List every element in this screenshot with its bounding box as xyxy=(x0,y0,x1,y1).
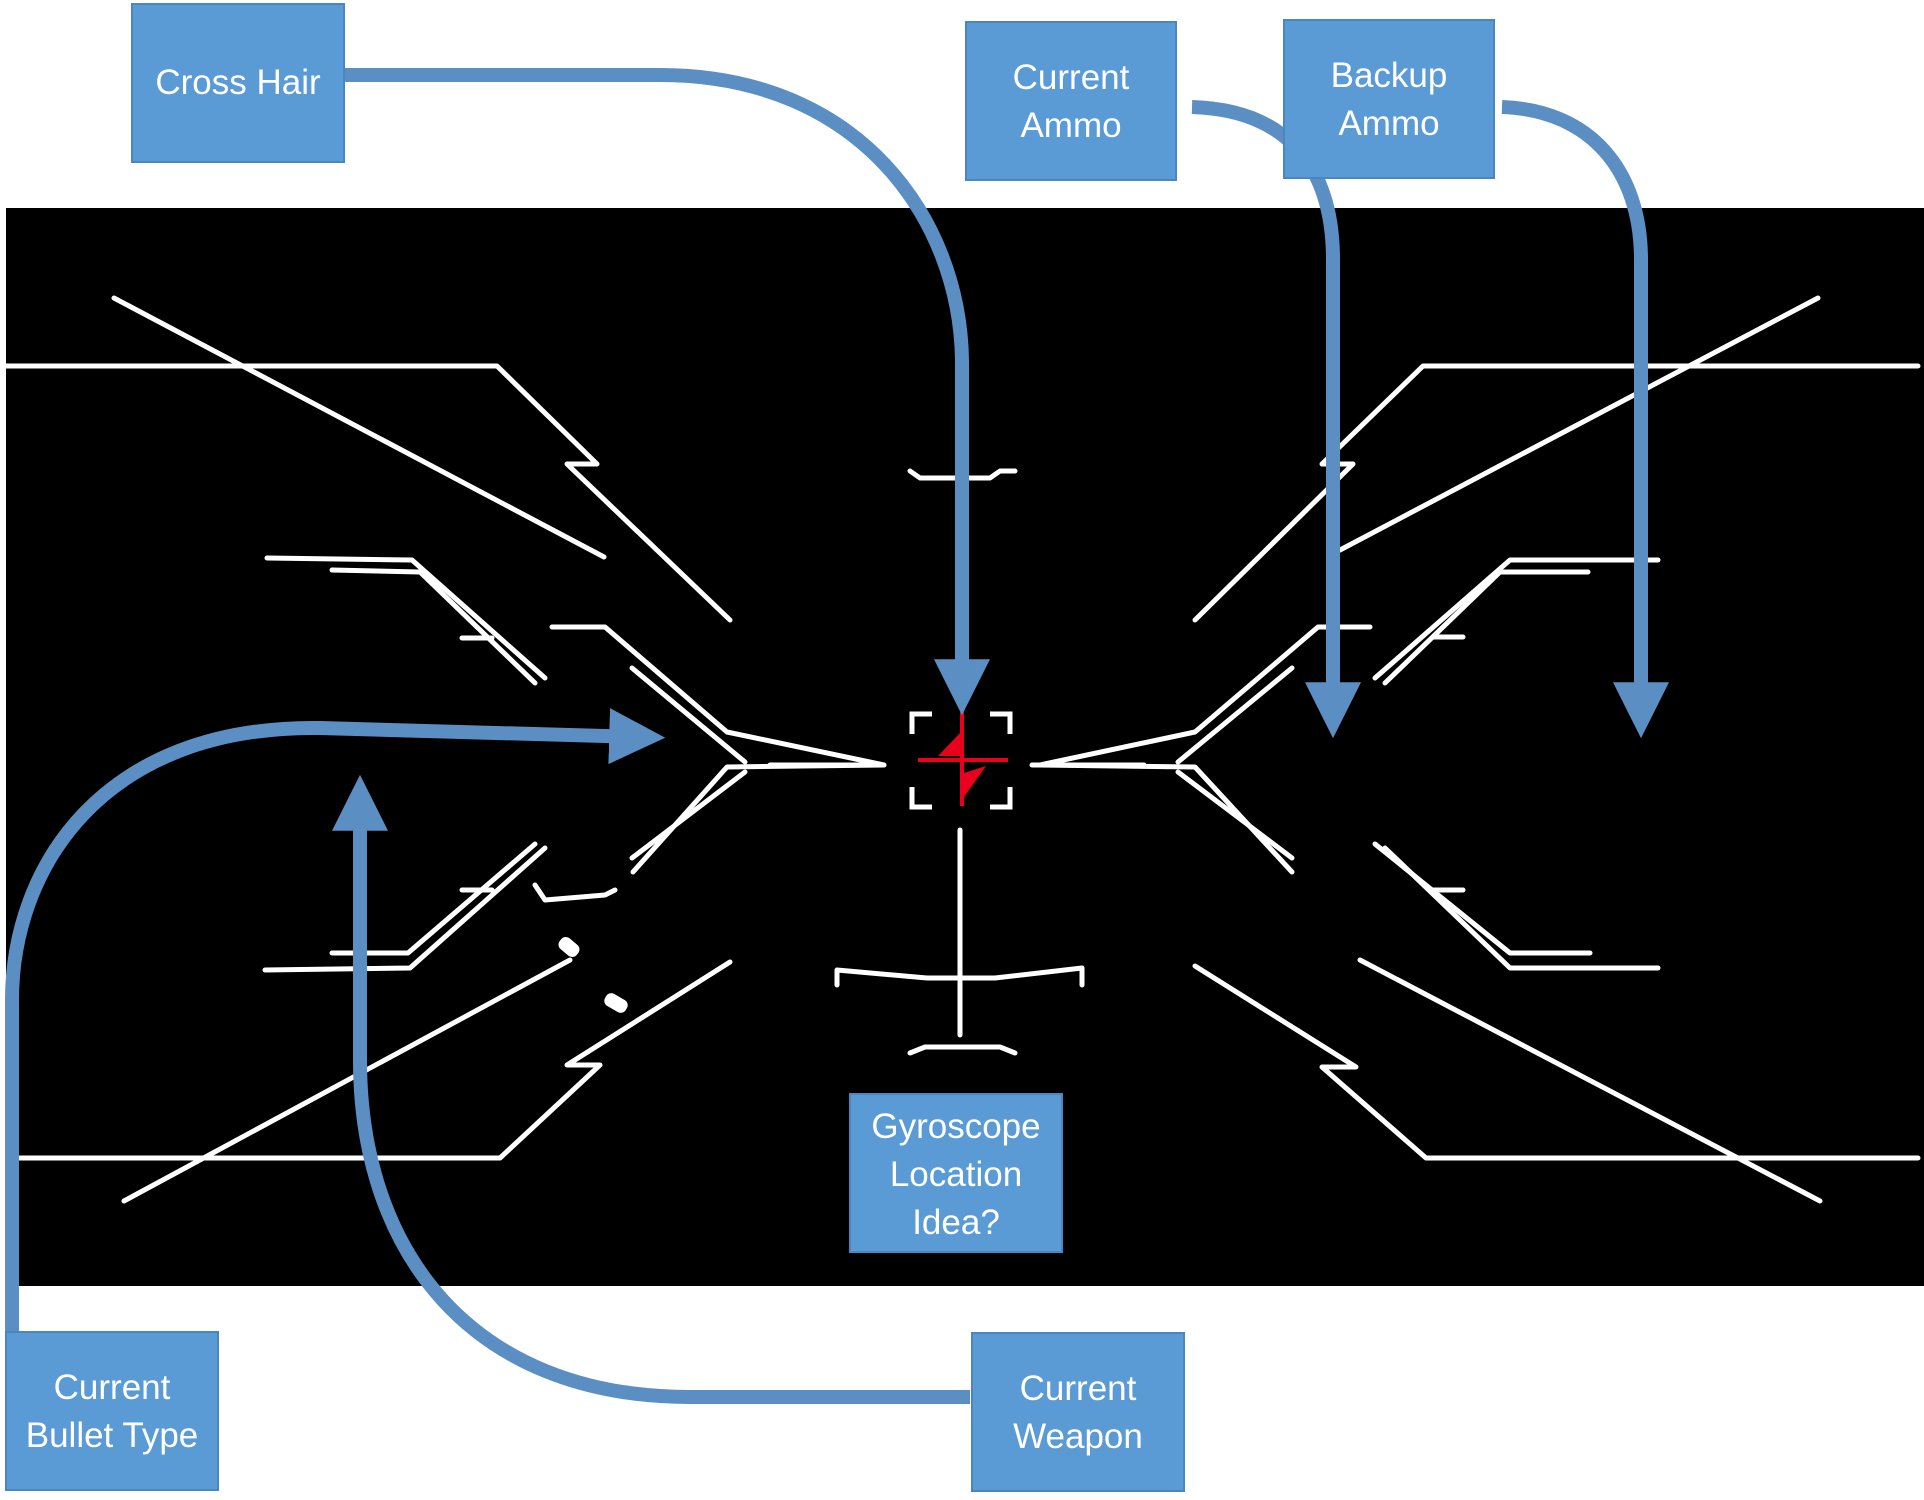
left-horizon-upper xyxy=(3,363,733,623)
mark-1 xyxy=(558,937,580,957)
right-diagonal-upper xyxy=(1337,295,1821,553)
arrow-backup-ammo xyxy=(1501,100,1669,739)
right-diagonal-lower xyxy=(1357,957,1823,1204)
crosshair-corner-tr xyxy=(990,711,1013,734)
hud-line-art xyxy=(3,295,1921,1204)
callout-current-ammo-line-2: Ammo xyxy=(1020,106,1121,145)
right-horizon-lower xyxy=(1192,963,1921,1161)
right-chevron-inner2 xyxy=(1175,769,1295,861)
crosshair-red-triangle-lower xyxy=(964,766,986,797)
crosshair xyxy=(909,711,1013,810)
callout-backup-ammo-line-2: Ammo xyxy=(1338,104,1439,143)
crosshair-corner-bl xyxy=(909,787,932,810)
callout-current-weapon-line-1: Current xyxy=(1020,1369,1137,1408)
callout-gyroscope: Gyroscope Location Idea? xyxy=(849,1093,1063,1253)
left-ladder-upper-a xyxy=(264,555,548,681)
top-heading-tick xyxy=(907,468,1018,481)
hud-small-marks xyxy=(558,937,628,1013)
mark-2 xyxy=(604,993,628,1013)
callout-backup-ammo-line-1: Backup xyxy=(1331,56,1448,95)
callout-current-bullet-type-line-1: Current xyxy=(54,1368,171,1407)
callout-current-weapon-box xyxy=(971,1332,1185,1492)
callout-backup-ammo-box xyxy=(1283,19,1495,179)
callout-gyroscope-line-2: Location xyxy=(890,1155,1022,1194)
callout-current-weapon: Current Weapon xyxy=(971,1332,1185,1492)
callout-current-ammo: Current Ammo xyxy=(965,21,1177,181)
right-ladder-lower-b xyxy=(1372,841,1593,956)
right-horizon-upper xyxy=(1192,363,1921,623)
callout-current-bullet-type-box xyxy=(5,1331,219,1491)
callout-gyroscope-line-3: Idea? xyxy=(912,1203,1000,1242)
crosshair-corner-br xyxy=(990,787,1013,810)
callout-current-weapon-line-2: Weapon xyxy=(1013,1417,1143,1456)
arrow-current-weapon xyxy=(332,774,970,1404)
callout-current-bullet-type: Current Bullet Type xyxy=(5,1331,219,1491)
arrow-current-bullet-type xyxy=(5,708,666,1340)
left-small-notch xyxy=(532,882,618,903)
left-ladder-upper-b xyxy=(329,567,538,686)
callout-current-bullet-type-line-2: Bullet Type xyxy=(26,1416,199,1455)
right-chevron-inner xyxy=(1175,665,1295,765)
callout-cross-hair: Cross Hair xyxy=(131,3,345,163)
crosshair-corner-tl xyxy=(909,711,932,734)
left-chevron-inner xyxy=(629,665,748,765)
left-diagonal-upper xyxy=(111,295,607,560)
callout-gyroscope-box xyxy=(849,1093,1063,1253)
left-diagonal-lower xyxy=(121,957,573,1204)
bottom-wing xyxy=(834,965,1085,988)
arrow-cross-hair xyxy=(344,68,990,716)
callout-gyroscope-line-1: Gyroscope xyxy=(871,1107,1040,1146)
right-ladder-upper-b xyxy=(1382,569,1591,686)
left-ladder-lower-a xyxy=(262,845,548,973)
left-chevron-inner2 xyxy=(629,769,748,861)
left-chevron-outer xyxy=(549,624,887,875)
callout-current-ammo-line-1: Current xyxy=(1013,58,1130,97)
callout-cross-hair-box xyxy=(131,3,345,163)
callout-cross-hair-line-1: Cross Hair xyxy=(155,63,321,102)
left-horizon-lower xyxy=(3,959,733,1161)
callout-current-ammo-box xyxy=(965,21,1177,181)
callout-backup-ammo: Backup Ammo xyxy=(1283,19,1495,179)
bottom-tick xyxy=(907,1044,1018,1056)
crosshair-red-triangle-upper xyxy=(938,733,960,756)
right-ladder-upper-a xyxy=(1372,557,1661,681)
